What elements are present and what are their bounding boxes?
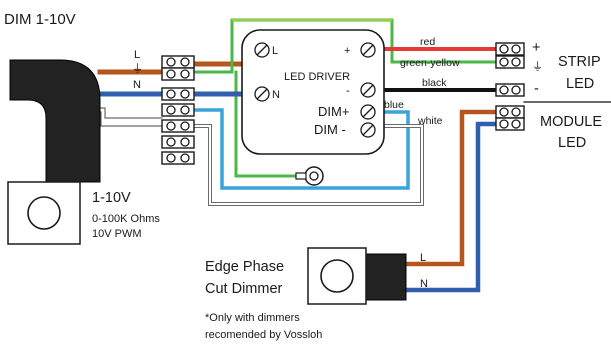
- led-driver: LED DRIVER L N + - DIM+ DIM -: [241, 29, 385, 186]
- left-label-live: L: [134, 49, 140, 61]
- dimmer-spec-2: 10V PWM: [92, 228, 142, 240]
- left-terminal-1: [161, 55, 195, 69]
- left-terminal-2: [161, 67, 195, 81]
- right-terminal-3: [495, 83, 525, 97]
- phase-dimmer: Edge Phase Cut Dimmer L N: [205, 247, 428, 305]
- dimmer-cable-body: [9, 59, 101, 183]
- left-terminal-3: [161, 87, 195, 101]
- wire-label-white: white: [417, 115, 443, 127]
- left-label-earth: ⏚: [132, 62, 143, 75]
- right-terminal-block: + ⏚ - STRIP LED MODULE LED: [495, 40, 602, 151]
- driver-screw-neutral: [254, 86, 270, 102]
- phase-wire-label-live: L: [420, 252, 426, 264]
- left-terminal-block: L ⏚ N: [132, 49, 195, 165]
- wire-control-gray-1: [99, 107, 163, 119]
- phase-dimmer-label-1: Edge Phase: [205, 259, 284, 275]
- wire-label-blue: blue: [384, 99, 404, 111]
- wire-label-red: red: [420, 36, 435, 48]
- diagram-title: DIM 1-10V: [4, 11, 76, 28]
- wire-dim-minus-core: [193, 125, 423, 205]
- right-terminal-5: [495, 117, 525, 131]
- driver-screw-minus: [360, 82, 376, 98]
- wire-label-green-yellow: green-yellow: [400, 57, 460, 69]
- left-label-neutral: N: [133, 79, 141, 91]
- wire-phase-live: [403, 109, 499, 267]
- dimmer-1-10v: 1-10V 0-100K Ohms 10V PWM: [7, 59, 160, 245]
- right-terminal-2: [495, 55, 525, 69]
- driver-screw-live: [254, 42, 270, 58]
- led-driver-title: LED DRIVER: [284, 71, 350, 83]
- strip-led-label-1: STRIP: [558, 54, 601, 70]
- right-terminal-4: [495, 105, 525, 119]
- module-led-label-1: MODULE: [540, 114, 602, 130]
- left-terminal-6: [161, 135, 195, 149]
- strip-led-label-2: LED: [566, 76, 594, 92]
- dimmer-1-10v-label: 1-10V: [92, 190, 131, 206]
- driver-pin-neutral: N: [272, 89, 280, 101]
- driver-pin-plus: +: [344, 45, 350, 57]
- driver-pin-live: L: [272, 45, 278, 57]
- wires: [97, 18, 611, 293]
- driver-pin-minus: -: [346, 85, 350, 97]
- driver-pin-dim-plus: DIM+: [318, 104, 349, 119]
- note-line-2: recomended by Vossloh: [205, 329, 322, 341]
- left-terminal-7: [161, 151, 195, 165]
- left-terminal-4: [161, 103, 195, 117]
- dimmer-1-10v-knob[interactable]: [27, 196, 61, 230]
- phase-dimmer-body: [363, 253, 407, 301]
- earth-ring-lug: [295, 166, 324, 186]
- driver-screw-plus: [360, 42, 376, 58]
- dimmer-spec-1: 0-100K Ohms: [92, 213, 160, 225]
- left-terminal-5: [161, 119, 195, 133]
- right-label-plus: +: [532, 40, 540, 56]
- driver-screw-dim-minus: [360, 122, 376, 138]
- note-line-1: *Only with dimmers: [205, 312, 300, 324]
- led-driver-box: [241, 29, 385, 155]
- driver-pin-dim-minus: DIM -: [314, 122, 346, 137]
- wire-dim-plus: [192, 108, 410, 190]
- right-terminal-1: [495, 42, 525, 56]
- right-label-minus: -: [534, 81, 539, 97]
- wire-labels: red green-yellow black blue white: [384, 36, 460, 127]
- wire-earth-loop-inner: [234, 70, 304, 178]
- driver-screw-dim-plus: [360, 104, 376, 120]
- phase-wire-label-neutral: N: [420, 278, 428, 290]
- right-label-earth: ⏚: [532, 60, 543, 73]
- module-led-label-2: LED: [558, 135, 586, 151]
- phase-dimmer-knob[interactable]: [320, 259, 354, 293]
- wire-control-gray-2: [99, 111, 163, 127]
- wire-label-black: black: [422, 77, 447, 89]
- phase-dimmer-label-2: Cut Dimmer: [205, 281, 283, 297]
- wire-phase-neutral: [403, 121, 499, 293]
